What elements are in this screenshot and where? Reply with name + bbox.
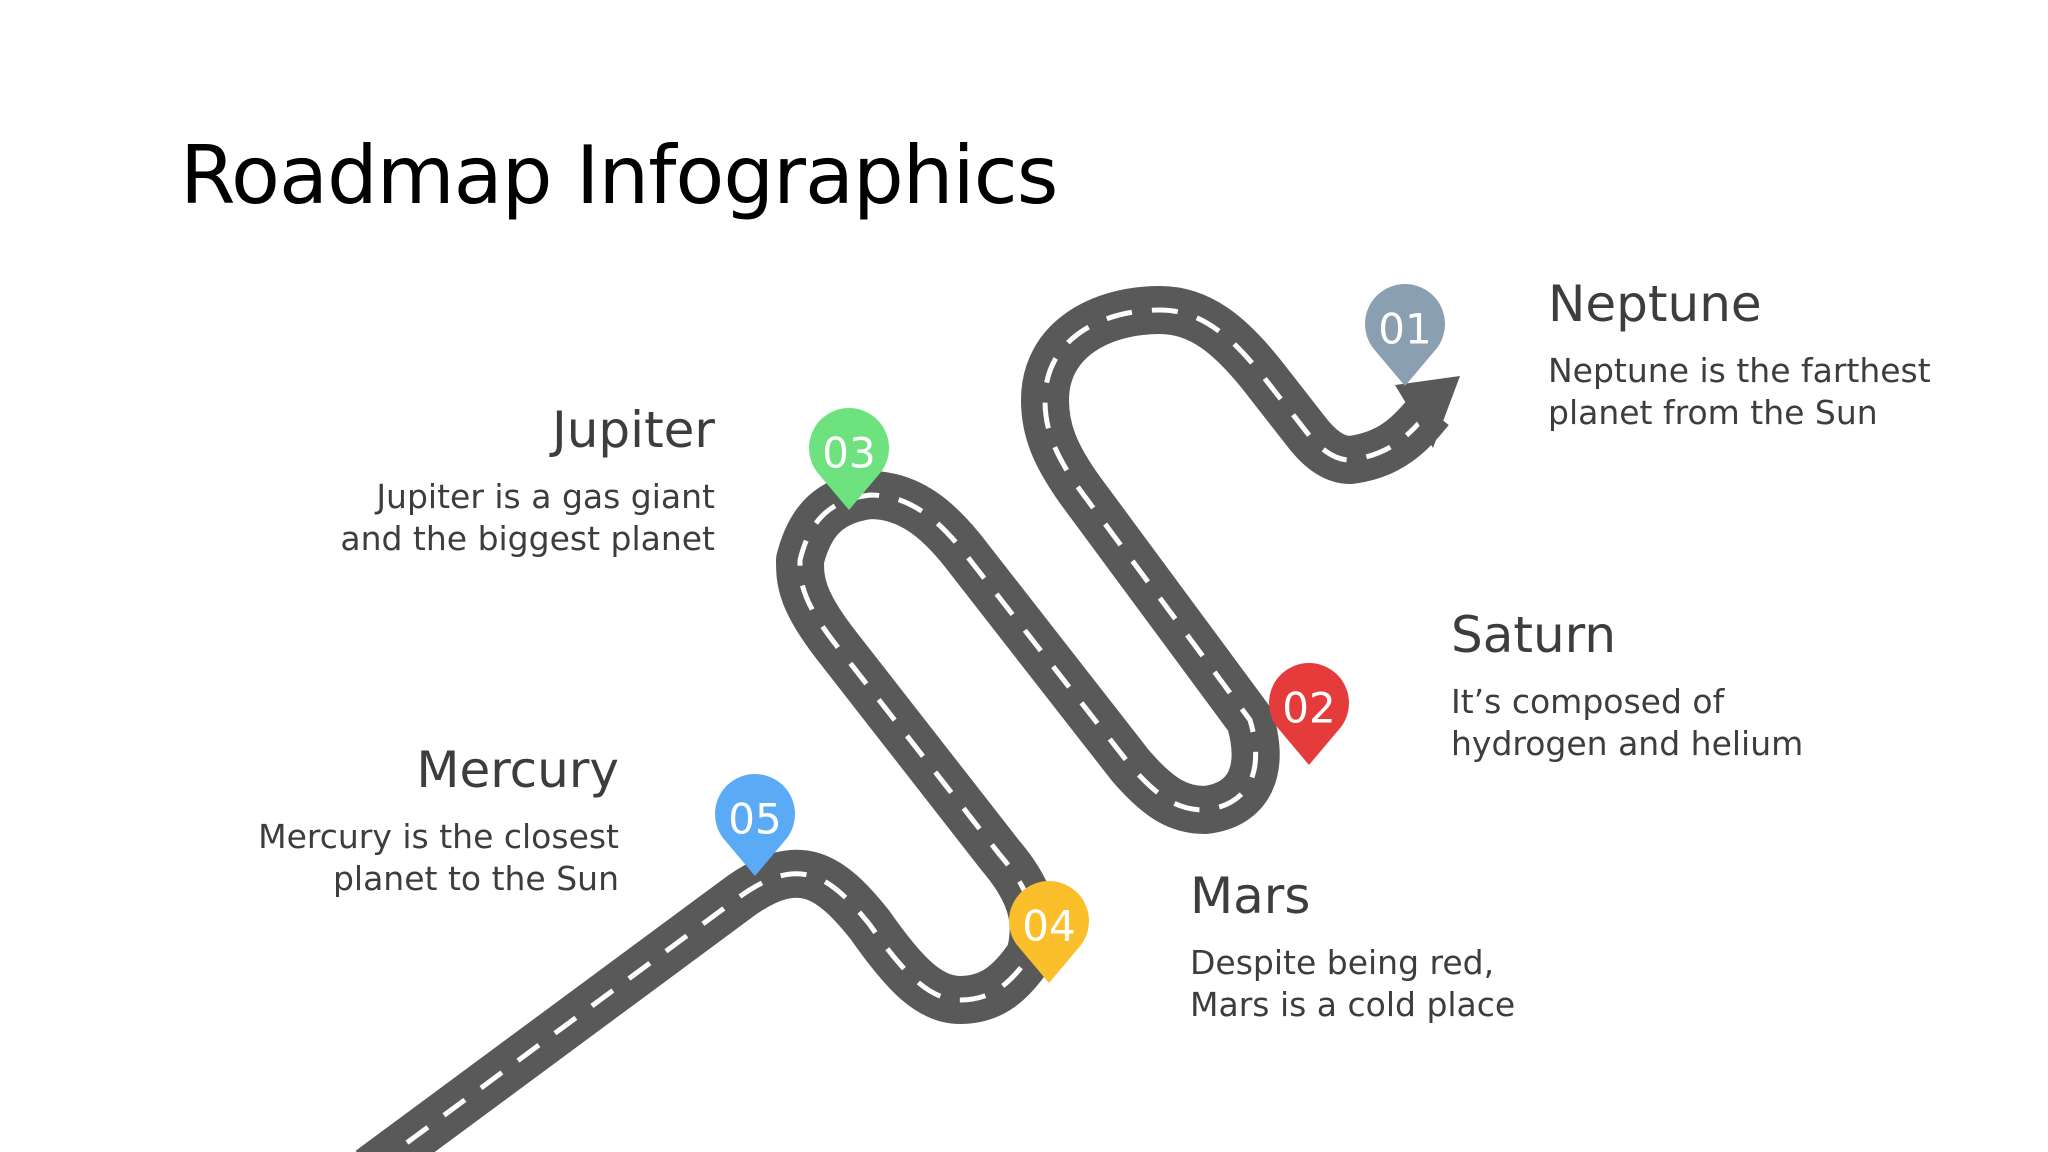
- milestone-description: It’s composed of hydrogen and helium: [1451, 682, 1804, 763]
- marker-number: 04: [1022, 902, 1075, 951]
- milestone-jupiter: Jupiter Jupiter is a gas giant and the b…: [255, 400, 715, 560]
- milestone-description: Jupiter is a gas giant and the biggest p…: [340, 477, 715, 558]
- milestone-mercury: Mercury Mercury is the closest planet to…: [159, 740, 619, 900]
- road-arrowhead: [1395, 376, 1460, 448]
- marker-pin-shape: [1269, 663, 1349, 765]
- marker-pin-shape: [715, 774, 795, 876]
- marker-number: 05: [728, 795, 781, 844]
- milestone-saturn: Saturn It’s composed of hydrogen and hel…: [1451, 605, 1911, 765]
- milestone-neptune: Neptune Neptune is the farthest planet f…: [1548, 274, 2008, 434]
- road-lane-markings: [390, 307, 1432, 1152]
- marker-pin-shape: [1365, 284, 1445, 386]
- marker-number: 02: [1282, 684, 1335, 733]
- milestone-heading: Jupiter: [552, 401, 715, 459]
- milestone-heading: Neptune: [1548, 275, 1762, 333]
- milestone-heading: Mars: [1190, 867, 1311, 925]
- milestone-description: Despite being red, Mars is a cold place: [1190, 943, 1516, 1024]
- milestone-heading: Mercury: [416, 741, 619, 799]
- marker-number: 03: [822, 429, 875, 478]
- marker-05: 05: [715, 774, 795, 876]
- milestone-description: Neptune is the farthest planet from the …: [1548, 351, 1931, 432]
- marker-pin-shape: [809, 408, 889, 510]
- marker-03: 03: [809, 408, 889, 510]
- marker-pin-shape: [1009, 881, 1089, 983]
- marker-02: 02: [1269, 663, 1349, 765]
- milestone-description: Mercury is the closest planet to the Sun: [258, 817, 619, 898]
- marker-04: 04: [1009, 881, 1089, 983]
- marker-01: 01: [1365, 284, 1445, 386]
- milestone-mars: Mars Despite being red, Mars is a cold p…: [1190, 866, 1650, 1026]
- page-title: Roadmap Infographics: [180, 129, 1058, 222]
- marker-number: 01: [1378, 305, 1431, 354]
- milestone-heading: Saturn: [1451, 606, 1617, 664]
